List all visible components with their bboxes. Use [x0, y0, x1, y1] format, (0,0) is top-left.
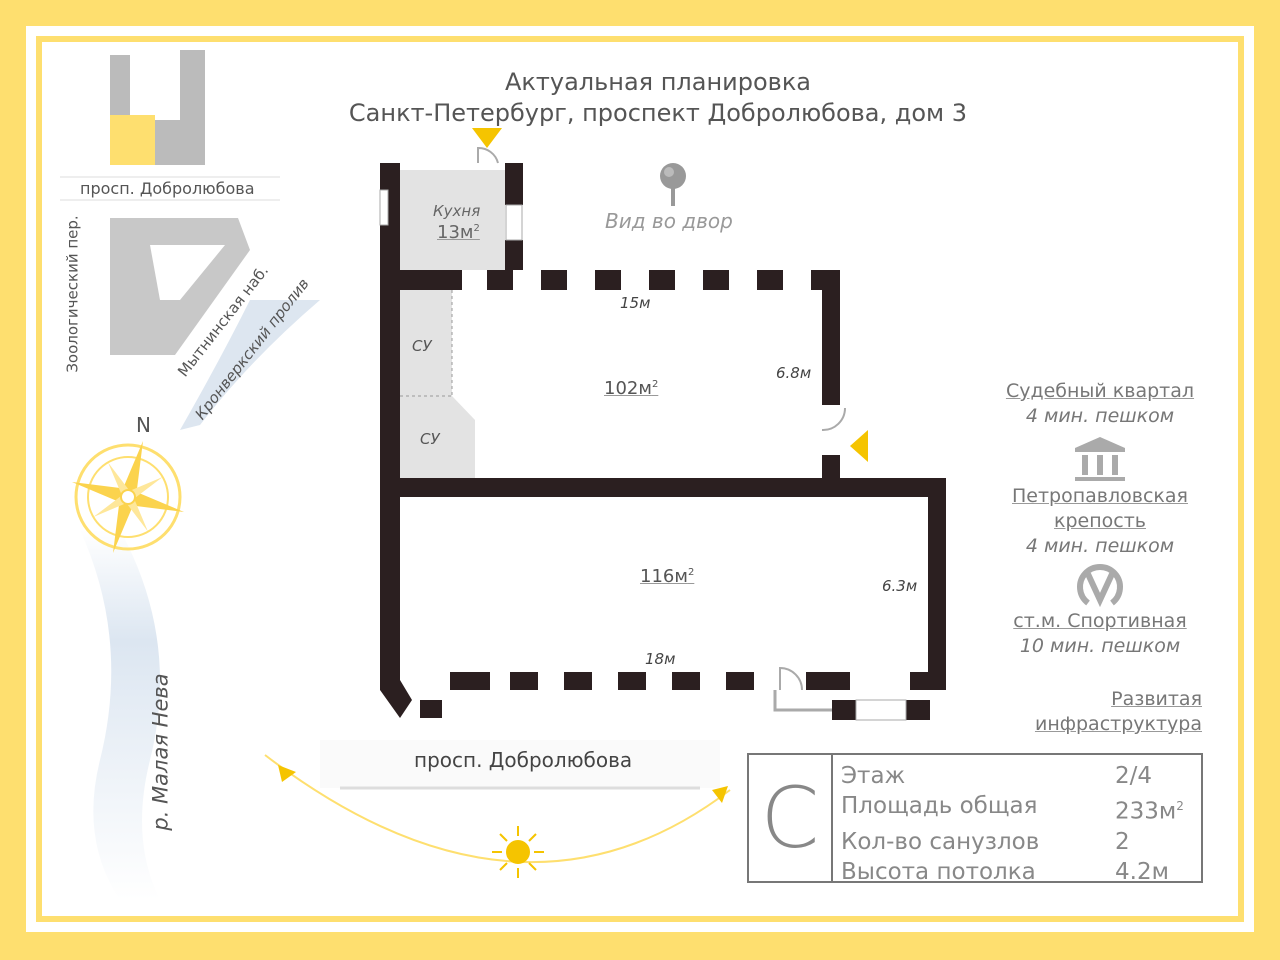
poi-infrastructure: Развитая инфраструктура	[990, 687, 1202, 737]
map-street-top: просп. Добролюбова	[80, 179, 255, 198]
room2-width: 18м	[645, 650, 676, 668]
info-row-ceiling: Высота потолка 4.2м	[841, 857, 1193, 887]
sun-icon	[492, 826, 544, 878]
wall-segment	[618, 672, 646, 690]
room2-area: 116м2	[640, 566, 695, 587]
wall-segment	[811, 270, 837, 290]
wall-segment	[380, 478, 440, 497]
kitchen-area: 13м2	[437, 222, 480, 243]
poi-name: крепость	[1054, 510, 1146, 532]
title-line-2: Санкт-Петербург, проспект Добролюбова, д…	[348, 99, 968, 127]
apartment-highlight	[110, 115, 155, 165]
title-line-1: Актуальная планировка	[504, 68, 812, 96]
info-value: 2/4	[1115, 763, 1153, 789]
info-label: Площадь общая	[841, 793, 1038, 819]
building-location-map	[60, 50, 320, 430]
river-malaya-neva	[80, 530, 160, 900]
sun-path-arc	[264, 754, 731, 864]
entrance-marker-top	[472, 128, 502, 148]
wall-segment	[510, 672, 538, 690]
poi-name: Развитая	[1111, 688, 1202, 710]
poi-name: Петропавловская	[1012, 485, 1188, 507]
room2-depth: 6.3м	[882, 577, 918, 595]
wall-segment	[672, 672, 700, 690]
poi-name: инфраструктура	[1034, 713, 1202, 735]
info-row-floor: Этаж 2/4	[841, 761, 1193, 791]
class-letter: C	[749, 755, 833, 881]
poi-name: ст.м. Спортивная	[1013, 610, 1187, 632]
compass-rose-icon	[71, 440, 185, 554]
info-label: Этаж	[841, 763, 906, 789]
wall-segment	[726, 672, 754, 690]
info-row-area: Площадь общая 233м2	[841, 791, 1193, 827]
wall-segment	[564, 672, 592, 690]
street-bottom: просп. Добролюбова	[414, 748, 633, 772]
wall-segment	[541, 270, 567, 290]
bathroom-2-label: СУ	[420, 430, 440, 448]
door-kitchen	[477, 146, 499, 164]
compass-north-label: N	[136, 413, 151, 437]
info-value: 233м2	[1115, 798, 1184, 825]
walls	[380, 163, 946, 720]
door-room1	[821, 407, 847, 432]
map-street-left: Зоологический пер.	[63, 215, 82, 373]
view-pin-icon	[660, 163, 686, 206]
poi-time: 4 мин. пешком	[1025, 535, 1175, 557]
bathroom-1-label: СУ	[412, 337, 432, 355]
poi-court-quarter: Судебный квартал 4 мин. пешком	[990, 379, 1210, 429]
kitchen-floor	[400, 170, 505, 270]
info-value: 4.2м	[1115, 858, 1169, 885]
entrance-marker-right	[850, 430, 868, 462]
room1-area: 102м2	[604, 378, 659, 399]
poi-time: 4 мин. пешком	[1025, 405, 1175, 427]
door-room2	[779, 666, 803, 691]
room1-width: 15м	[620, 294, 651, 312]
wall-segment	[703, 270, 729, 290]
river-label: р. Малая Нева	[148, 673, 173, 831]
info-table: C Этаж 2/4 Площадь общая 233м2 Кол-во сану…	[747, 753, 1203, 885]
poi-name: Судебный квартал	[1005, 380, 1195, 402]
info-value: 2	[1115, 828, 1130, 855]
wall-segment	[757, 270, 783, 290]
bathroom-2-floor	[400, 396, 475, 478]
wall-segment	[595, 270, 621, 290]
room1-depth: 6.8м	[776, 364, 812, 382]
metro-icon	[1077, 564, 1123, 608]
info-label: Кол-во санузлов	[841, 828, 1040, 855]
bathroom-1-floor	[400, 290, 452, 396]
poi-metro: ст.м. Спортивная 10 мин. пешком	[990, 609, 1210, 659]
museum-icon	[1075, 437, 1125, 481]
poi-fortress: Петропавловская крепость 4 мин. пешком	[990, 484, 1210, 559]
wall-segment	[649, 270, 675, 290]
frame	[36, 36, 1244, 922]
info-label: Высота потолка	[841, 858, 1036, 885]
poi-time: 10 мин. пешком	[1019, 635, 1181, 657]
info-row-bathrooms: Кол-во санузлов 2	[841, 827, 1193, 857]
kitchen-label: Кухня	[433, 202, 481, 220]
wall-segment	[487, 270, 513, 290]
view-label: Вид во двор	[605, 209, 733, 233]
